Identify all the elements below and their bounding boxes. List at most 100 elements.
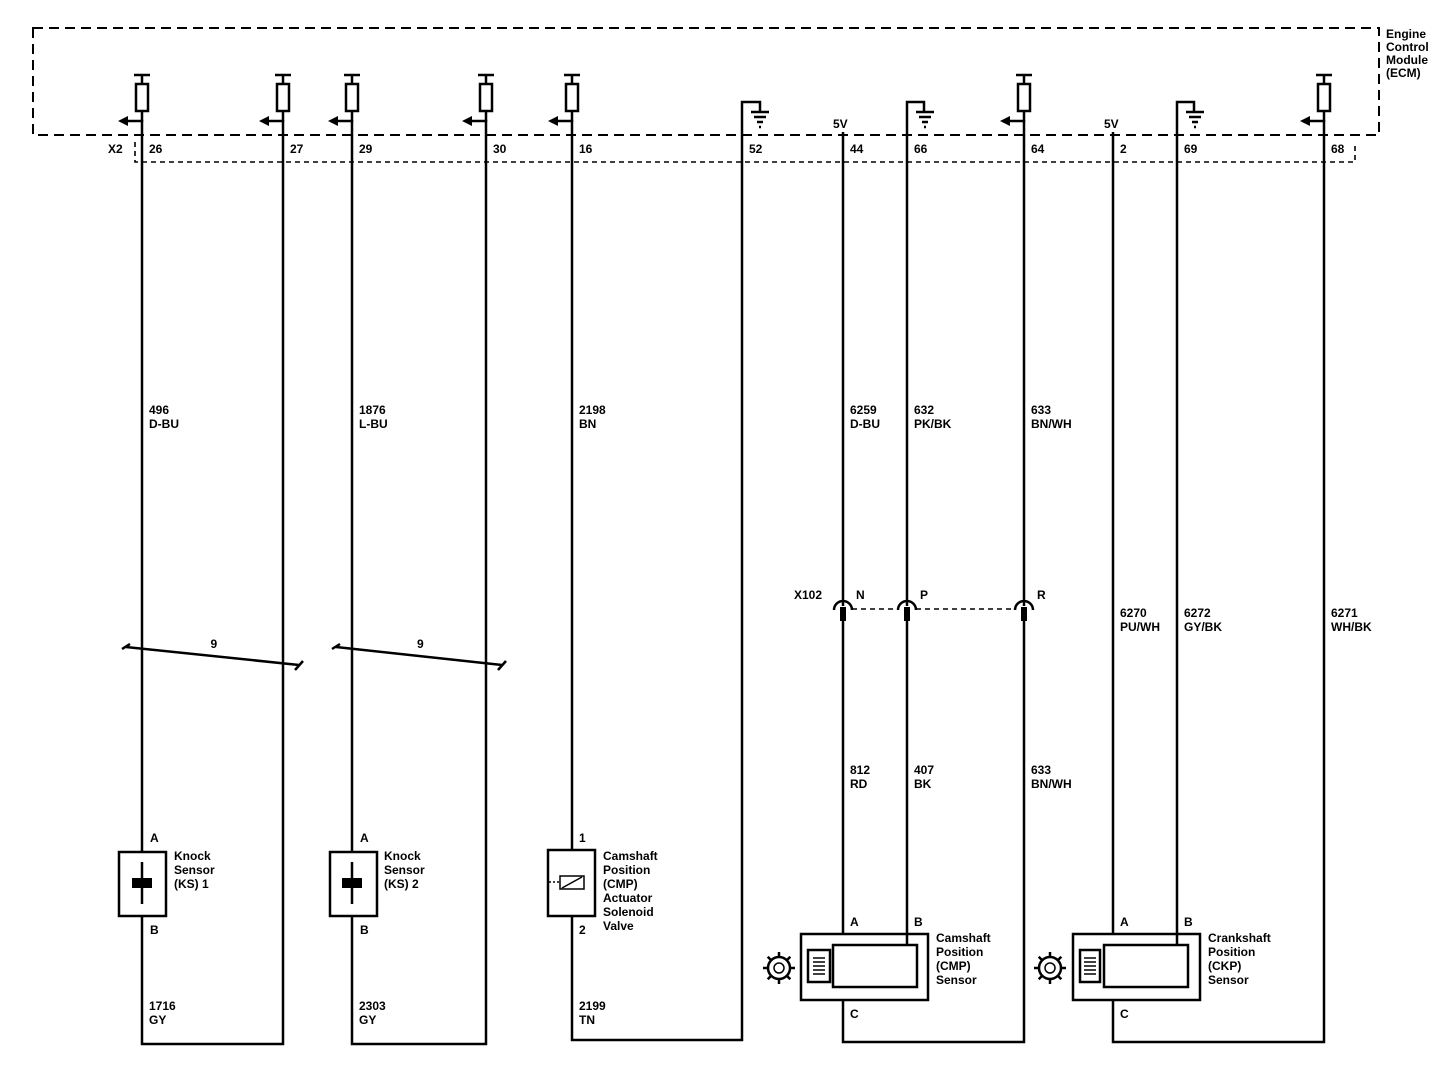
circuit-number-1716: 1716 xyxy=(149,999,176,1013)
ckp-sensor-pin-a: A xyxy=(1120,915,1129,929)
ckp-sensor-label-3: (CKP) xyxy=(1208,959,1241,973)
ks2-body xyxy=(328,850,379,918)
pin-26-io-symbol xyxy=(118,73,150,126)
cmp-actuator-pin-1: 1 xyxy=(579,831,586,845)
circuit-color-6270: PU/WH xyxy=(1120,620,1160,634)
circuit-color-812: RD xyxy=(850,777,868,791)
ks1-label-1: Knock xyxy=(174,849,211,863)
cmp-sensor-pin-a: A xyxy=(850,915,859,929)
circuit-number-407: 407 xyxy=(914,763,934,777)
pin-66-ground-icon xyxy=(916,110,934,129)
x102-pin-label-R: R xyxy=(1037,588,1046,602)
circuit-color-633: BN/WH xyxy=(1031,417,1072,431)
cmp-sensor-label-1: Camshaft xyxy=(936,931,991,945)
pin-69-ground-icon xyxy=(1186,110,1204,129)
ks2-label-2: Sensor xyxy=(384,863,425,877)
x102-pin-P: P xyxy=(896,588,928,621)
ks2-pin-a: A xyxy=(360,831,369,845)
pin-label-69: 69 xyxy=(1184,142,1198,156)
cmp-actuator-label-3: (CMP) xyxy=(603,877,638,891)
pin-label-30: 30 xyxy=(493,142,507,156)
circuit-color-1716: GY xyxy=(149,1013,166,1027)
circuit-color-6271: WH/BK xyxy=(1331,620,1372,634)
pin-label-44: 44 xyxy=(850,142,864,156)
ks2-pin-b: B xyxy=(360,923,369,937)
x2-connector-outline xyxy=(134,142,1356,163)
ckp-sensor-inner xyxy=(1102,943,1190,989)
cmp-sensor-pin-c: C xyxy=(850,1007,859,1021)
pin-label-52: 52 xyxy=(749,142,763,156)
wire-6272 xyxy=(1175,100,1196,944)
pin-16-io-symbol xyxy=(548,73,580,126)
circuit-labels: 496D-BU1876L-BU2198BN6259D-BU632PK/BK633… xyxy=(149,403,1372,1027)
ecm-label-line-2: Control xyxy=(1386,40,1429,54)
cmp-sensor-outer xyxy=(799,932,930,1002)
pin-label-26: 26 xyxy=(149,142,163,156)
cmp-sensor-magnet-icon xyxy=(806,948,832,984)
circuit-number-2198: 2198 xyxy=(579,403,606,417)
x102-pin-label-P: P xyxy=(920,588,928,602)
twist-count-label: 9 xyxy=(211,637,218,651)
wire-2199 xyxy=(570,100,762,1042)
ckp-sensor-label-2: Position xyxy=(1208,945,1255,959)
x102-pin-R: R xyxy=(1013,588,1046,621)
cmp-actuator-label-2: Position xyxy=(603,863,650,877)
pin-27-io-symbol xyxy=(259,73,291,126)
twist-count-label: 9 xyxy=(417,637,424,651)
circuit-number-6259: 6259 xyxy=(850,403,877,417)
cmp-actuator-label-5: Solenoid xyxy=(603,905,654,919)
x102-label: X102 xyxy=(794,588,822,602)
circuit-number-632: 632 xyxy=(914,403,934,417)
ks1-pin-a: A xyxy=(150,831,159,845)
ks1-pin-b: B xyxy=(150,923,159,937)
circuit-number-2199: 2199 xyxy=(579,999,606,1013)
ks1-body xyxy=(117,850,168,918)
circuit-color-407: BK xyxy=(914,777,932,791)
cmp-actuator-label-6: Valve xyxy=(603,919,634,933)
pin-label-68: 68 xyxy=(1331,142,1345,156)
volt-label-2: 5V xyxy=(1104,117,1119,131)
ckp-sensor-pin-c: C xyxy=(1120,1007,1129,1021)
ckp-sensor-label-1: Crankshaft xyxy=(1208,931,1271,945)
x102-inline-connector: X102 N P R xyxy=(794,588,1046,621)
ecm-label-line-4: (ECM) xyxy=(1386,66,1421,80)
ckp-sensor-label-4: Sensor xyxy=(1208,973,1249,987)
pin-30-io-symbol xyxy=(462,73,494,126)
ckp-sensor-magnet-icon xyxy=(1078,948,1102,984)
cmp-actuator-pin-2: 2 xyxy=(579,923,586,937)
ks2-crystal xyxy=(342,878,362,888)
circuit-color-6259: D-BU xyxy=(850,417,880,431)
wire-cmp-c xyxy=(841,612,1026,1044)
pin-label-2: 2 xyxy=(1120,142,1127,156)
circuit-number-6271: 6271 xyxy=(1331,606,1358,620)
circuit-color-2303: GY xyxy=(359,1013,376,1027)
twisted-pair-marker-2: 9 xyxy=(331,637,507,671)
cmp-sensor-coil-icon xyxy=(813,957,825,975)
ks1-label-2: Sensor xyxy=(174,863,215,877)
cmp-actuator-solenoid: 1 2 Camshaft Position (CMP) Actuator Sol… xyxy=(546,831,658,937)
pin-symbols xyxy=(118,73,1332,129)
ckp-sensor-coil-icon xyxy=(1084,957,1096,975)
knock-sensor-2: A B Knock Sensor (KS) 2 xyxy=(328,831,425,937)
cmp-sensor-label-3: (CMP) xyxy=(936,959,971,973)
ecm-module-boundary xyxy=(32,27,1380,136)
circuit-number-496: 496 xyxy=(149,403,169,417)
gear-icon xyxy=(763,952,795,984)
cmp-actuator-label-4: Actuator xyxy=(603,891,653,905)
circuit-color-1876: L-BU xyxy=(359,417,388,431)
circuit-number-2303: 2303 xyxy=(359,999,386,1013)
pin-64-io-symbol xyxy=(1000,73,1032,126)
wire-ks2-return xyxy=(350,120,488,1046)
ckp-sensor: A B C Crankshaft Position (CKP) Sensor xyxy=(1034,915,1271,1021)
cmp-sensor-inner xyxy=(831,943,919,989)
ks1-label-3: (KS) 1 xyxy=(174,877,209,891)
wire-ks1-return xyxy=(140,120,285,1046)
x102-pin-label-N: N xyxy=(856,588,865,602)
x102-pin-N: N xyxy=(832,588,865,621)
ks2-label-1: Knock xyxy=(384,849,421,863)
volt-label-44: 5V xyxy=(833,117,848,131)
circuit-number-6272: 6272 xyxy=(1184,606,1211,620)
ckp-sensor-pin-b: B xyxy=(1184,915,1193,929)
wire-632 xyxy=(905,100,926,606)
